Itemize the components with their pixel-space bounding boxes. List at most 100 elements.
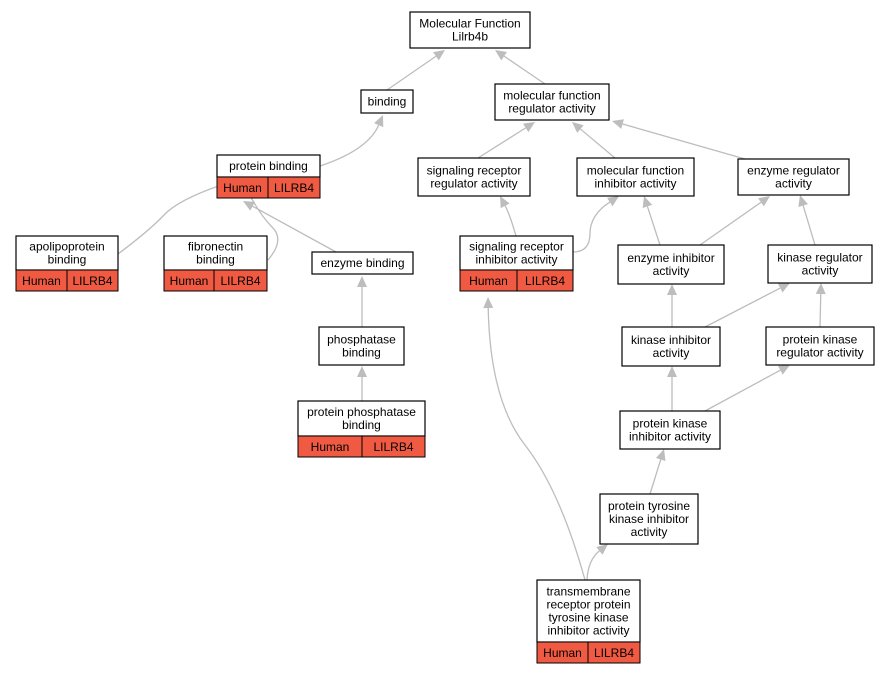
edge-line bbox=[704, 287, 781, 328]
edge-mf-regulator-to-root bbox=[495, 50, 546, 85]
edge-arrowhead bbox=[243, 201, 256, 211]
term-label-line: receptor protein bbox=[546, 598, 630, 612]
edge-line bbox=[477, 127, 527, 159]
edge-line bbox=[580, 128, 616, 159]
edge-sig-receptor-reg-to-mf-regulator bbox=[477, 122, 535, 159]
term-label-line: protein phosphatase bbox=[307, 405, 416, 419]
edge-protein-binding-to-binding bbox=[319, 115, 384, 167]
gene-tag-cell bbox=[213, 269, 268, 292]
edge-arrowhead bbox=[433, 50, 445, 61]
edge-line bbox=[487, 307, 586, 581]
edge-arrowhead bbox=[357, 366, 367, 377]
edge-arrowhead bbox=[642, 196, 653, 209]
term-box bbox=[536, 579, 641, 643]
edge-kinase-inhib-to-enzyme-inhib bbox=[667, 284, 677, 327]
term-node-binding[interactable]: binding bbox=[360, 89, 414, 114]
gene-tag-cell bbox=[267, 176, 321, 199]
species-label: Human bbox=[469, 274, 508, 288]
edge-protein-phosphatase-binding-to-phosphatase-binding bbox=[357, 366, 367, 401]
term-label-line: kinase inhibitor bbox=[609, 512, 689, 526]
gene-label[interactable]: LILRB4 bbox=[72, 274, 112, 288]
term-box bbox=[619, 410, 721, 450]
species-label: Human bbox=[22, 274, 61, 288]
term-label-line: Lilrb4b bbox=[452, 30, 488, 44]
gene-label[interactable]: LILRB4 bbox=[525, 274, 565, 288]
edge-line bbox=[247, 191, 279, 261]
edge-line bbox=[572, 201, 611, 253]
edge-rtk-inhib-to-sig-receptor-inhib bbox=[483, 297, 586, 581]
gene-tag-cell bbox=[66, 269, 119, 292]
edge-line bbox=[802, 205, 816, 246]
term-label-line: protein kinase bbox=[633, 417, 708, 431]
gene-tag-cell bbox=[516, 269, 574, 292]
edge-sig-receptor-inhib-to-sig-receptor-reg bbox=[500, 196, 517, 237]
term-label-line: binding bbox=[342, 346, 381, 360]
term-label-line: inhibitor activity bbox=[629, 430, 711, 444]
edge-line bbox=[503, 55, 546, 85]
term-label-line: apolipoprotein bbox=[29, 240, 104, 254]
species-label: Human bbox=[170, 274, 209, 288]
term-label-line: inhibitor activity bbox=[475, 253, 557, 267]
edge-protein-kinase-reg-to-kinase-reg bbox=[815, 283, 826, 328]
edge-protein-kinase-inhib-to-protein-kinase-reg bbox=[704, 365, 790, 412]
edge-line bbox=[699, 201, 762, 246]
term-label-line: binding bbox=[368, 95, 407, 109]
term-label-line: binding bbox=[342, 418, 381, 432]
edge-line bbox=[252, 205, 337, 253]
term-label-line: binding bbox=[48, 253, 87, 267]
edge-arrowhead bbox=[495, 50, 507, 61]
edge-arrowhead bbox=[607, 196, 619, 207]
gene-label[interactable]: LILRB4 bbox=[220, 274, 260, 288]
term-label-line: fibronectin bbox=[188, 240, 243, 254]
edge-arrowhead bbox=[572, 122, 584, 133]
edge-protein-kinase-inhib-to-kinase-inhib bbox=[667, 366, 677, 411]
gene-tag-cell bbox=[587, 641, 641, 664]
term-label-line: signaling receptor bbox=[427, 164, 522, 178]
edge-arrowhead bbox=[667, 284, 677, 295]
species-label: Human bbox=[311, 440, 350, 454]
term-node-enzyme-binding[interactable]: enzyme binding bbox=[311, 251, 414, 275]
gene-tag-cell bbox=[361, 435, 426, 458]
edge-line bbox=[704, 369, 781, 412]
gene-label[interactable]: LILRB4 bbox=[274, 181, 314, 195]
term-label-line: enzyme inhibitor bbox=[627, 251, 714, 265]
term-label-line: regulator activity bbox=[776, 346, 863, 360]
term-label-line: protein kinase bbox=[783, 333, 858, 347]
term-label-line: tyrosine kinase bbox=[548, 611, 628, 625]
term-box bbox=[617, 244, 725, 285]
term-box bbox=[163, 235, 268, 271]
edge-enzyme-binding-to-protein-binding bbox=[243, 201, 337, 253]
edge-line bbox=[586, 550, 600, 581]
edge-line bbox=[646, 206, 661, 246]
term-box bbox=[767, 244, 873, 284]
gene-label[interactable]: LILRB4 bbox=[373, 440, 413, 454]
edge-line bbox=[649, 459, 662, 495]
gene-label[interactable]: LILRB4 bbox=[594, 646, 634, 660]
edge-line bbox=[117, 184, 220, 255]
species-label: Human bbox=[543, 646, 582, 660]
edge-enzyme-reg-to-mf-regulator bbox=[612, 119, 746, 160]
term-label-line: molecular function bbox=[587, 164, 684, 178]
term-label-line: enzyme regulator bbox=[747, 164, 840, 178]
edge-arrowhead bbox=[667, 366, 677, 377]
term-label-line: transmembrane bbox=[546, 585, 630, 599]
term-label-line: activity bbox=[802, 264, 839, 278]
